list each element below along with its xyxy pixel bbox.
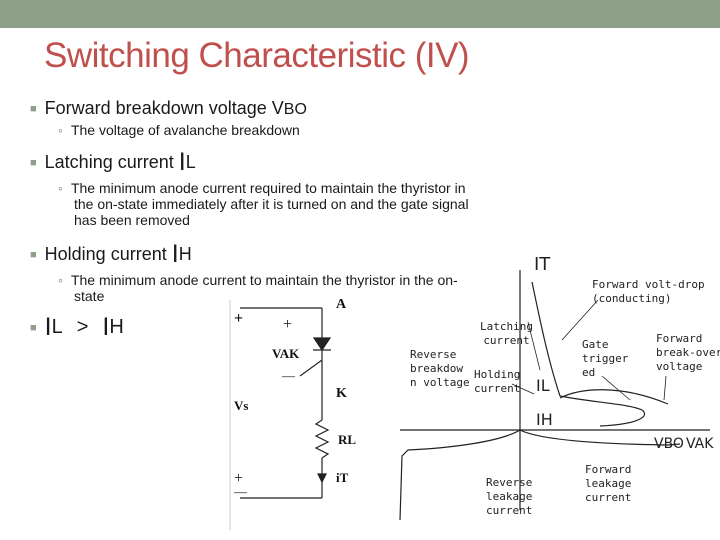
subpoint-text: The minimum anode current required to ma… <box>70 180 469 228</box>
forward-breakover-label: Forward break-over voltage <box>656 332 720 373</box>
symbol-subscript: H <box>178 244 192 264</box>
square-bullet-icon: ■ <box>30 249 37 261</box>
vbo-axis-label: VBO <box>654 436 684 452</box>
symbol-i: I <box>44 313 52 341</box>
plus-top-label: + <box>234 310 244 327</box>
symbol-subscript: L <box>185 152 196 172</box>
rl-label: RL <box>338 432 357 447</box>
symbol-i: I <box>178 148 186 176</box>
holding-current-label: Holding current <box>474 368 521 395</box>
symbol-subscript: BO <box>283 101 307 118</box>
it-axis-label: IT <box>534 254 551 275</box>
vi-graph <box>399 270 710 521</box>
hollow-circle-icon: ◦ <box>58 122 63 138</box>
hollow-circle-icon: ◦ <box>58 180 63 196</box>
gate-triggered-label: Gate trigger ed <box>582 338 629 379</box>
bullet-text: Latching current <box>44 152 179 172</box>
subpoint-text: The voltage of avalanche breakdown <box>70 122 300 138</box>
bullet-latching: ■ Latching current IL <box>30 148 196 177</box>
cathode-label: K <box>336 386 347 401</box>
latching-pointer <box>527 321 541 371</box>
minus-mid-label: — <box>282 368 295 383</box>
diode-triangle <box>312 337 332 352</box>
breakover-pointer <box>663 375 667 401</box>
top-accent-bar <box>0 0 720 28</box>
reverse-leakage-label: Reverse leakage current <box>486 476 533 517</box>
volt-drop-pointer <box>561 299 599 341</box>
holding-pointer <box>511 383 535 395</box>
current-arrow <box>317 473 327 484</box>
gate-lead <box>299 359 323 377</box>
vak-label: VAK <box>272 346 300 361</box>
anode-label: A <box>336 297 347 312</box>
latching-current-label: Latching current <box>480 320 533 347</box>
subpoint-avalanche: ◦ The voltage of avalanche breakdown <box>58 122 300 138</box>
reverse-characteristic <box>399 429 521 521</box>
square-bullet-icon: ■ <box>30 322 37 334</box>
symbol-v: V <box>271 98 284 118</box>
forward-leakage-label: Forward leakage current <box>585 463 632 504</box>
bullet-text: Forward breakdown voltage <box>44 98 272 118</box>
subpoint-latching: ◦ The minimum anode current required to m… <box>58 180 478 228</box>
greater-than: > <box>76 316 89 338</box>
forward-leakage-curve <box>519 429 681 446</box>
symbol-i: I <box>102 313 110 341</box>
thyristor-circuit <box>229 300 332 530</box>
bullet-forward-breakdown: ■ Forward breakdown voltage VBO <box>30 98 307 119</box>
hollow-circle-icon: ◦ <box>58 272 63 288</box>
gate-triggered-loop <box>559 395 646 427</box>
subpoint-text: The minimum anode current to maintain th… <box>70 272 458 304</box>
il-axis-label: IL <box>536 376 550 395</box>
bullet-text: Holding current <box>44 244 172 264</box>
subpoint-holding: ◦ The minimum anode current to maintain t… <box>58 272 488 304</box>
relation-il-gt-ih: ■IL>IH <box>30 313 124 342</box>
minus-bottom-label: — <box>234 484 247 499</box>
square-bullet-icon: ■ <box>30 103 37 115</box>
symbol-subscript: L <box>51 316 63 338</box>
bullet-holding: ■ Holding current IH <box>30 240 192 269</box>
forward-conduction-curve <box>531 281 561 397</box>
symbol-subscript: H <box>109 316 124 338</box>
reverse-breakdown-label: Reverse breakdow n voltage <box>410 348 470 389</box>
forward-breakover-curve <box>559 389 669 405</box>
ih-axis-label: IH <box>536 410 553 429</box>
forward-volt-drop-label: Forward volt-drop (conducting) <box>592 278 705 305</box>
slide-title: Switching Characteristic (IV) <box>44 36 470 75</box>
resistor-zigzag <box>314 419 330 459</box>
vak-axis-label: VAK <box>686 436 714 452</box>
symbol-i: I <box>171 240 179 268</box>
plus-bottom-label: + <box>234 470 244 487</box>
square-bullet-icon: ■ <box>30 157 37 169</box>
gate-pointer <box>601 375 631 401</box>
it-circuit-label: iT <box>336 470 349 485</box>
plus-side-label: + <box>283 316 293 333</box>
vs-label: Vs <box>234 398 249 413</box>
